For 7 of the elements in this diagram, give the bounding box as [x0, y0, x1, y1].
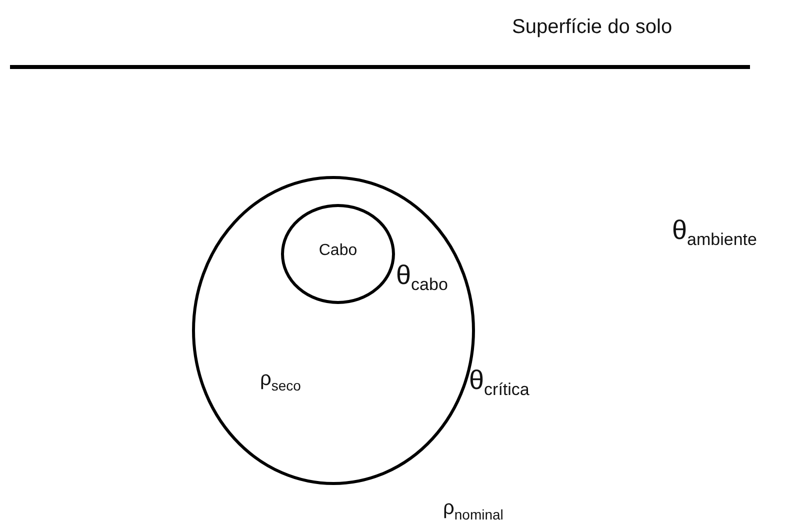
temperature-label: θ$_{cabo}$ — [396, 262, 448, 293]
surface-label: Superfície do solo — [512, 17, 672, 37]
temperature-label: θ$_{ambiente}$ — [672, 217, 757, 248]
temperature-label: θ$_{crítica}$ — [469, 367, 530, 398]
cable-label: Cabo — [318, 243, 358, 259]
resistivity-label: ρ$_{seco}$ — [260, 369, 301, 393]
resistivity-label: ρ$_{nominal}$ — [443, 498, 504, 522]
